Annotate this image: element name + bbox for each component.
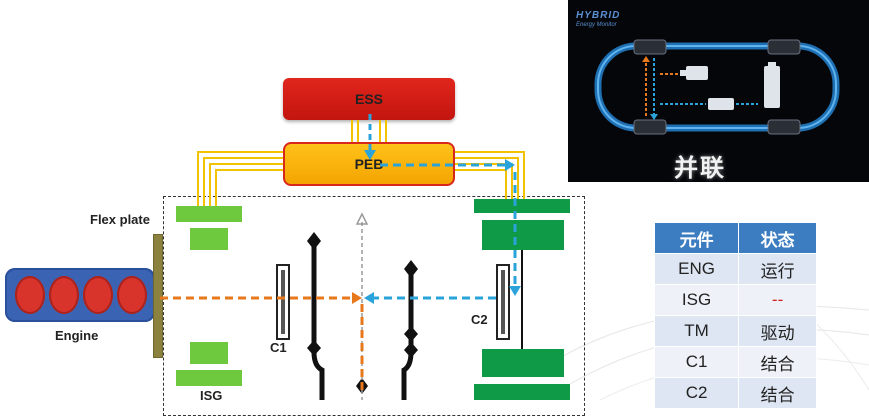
table-row: TM 驱动	[653, 315, 817, 347]
c1-label: C1	[270, 340, 287, 355]
state-cell: 结合	[738, 377, 817, 409]
state-cell: --	[738, 284, 817, 316]
cylinder-icon	[83, 276, 113, 314]
flex-plate	[153, 234, 163, 358]
component-cell: ISG	[653, 284, 740, 316]
gear-icon	[404, 326, 418, 342]
ess-box: ESS	[283, 78, 455, 120]
component-cell: TM	[653, 315, 740, 347]
status-table: 元件 状态 ENG 运行 ISG -- TM 驱动 C1 结合 C2 结合	[653, 222, 817, 409]
component-cell: ENG	[653, 253, 740, 285]
monitor-title: HYBRID	[576, 10, 621, 21]
electric-flow-arrow	[364, 114, 521, 304]
battery-icon	[764, 66, 780, 108]
monitor-subtitle: Energy Monitor	[576, 22, 617, 28]
isg-stator-top	[176, 206, 242, 222]
tm-stator-bottom	[474, 384, 570, 400]
isg-rotor-top	[190, 228, 228, 250]
table-row: C1 结合	[653, 346, 817, 378]
tm-stator-top	[474, 199, 570, 213]
isg-stator-bottom	[176, 370, 242, 386]
table-row: ISG --	[653, 284, 817, 316]
engine-block	[5, 268, 155, 322]
power-flow-diagram	[160, 114, 525, 400]
ess-label: ESS	[354, 91, 383, 107]
component-cell: C2	[653, 377, 740, 409]
column-header: 状态	[738, 222, 817, 254]
car-outline-icon	[594, 39, 840, 135]
cylinder-icon	[15, 276, 45, 314]
table-row: C2 结合	[653, 377, 817, 409]
tm-rotor-top	[482, 220, 564, 250]
engine-icon	[686, 66, 708, 80]
hv-cable-ess	[351, 120, 387, 142]
table-row: ENG 运行	[653, 253, 817, 285]
state-cell: 结合	[738, 346, 817, 378]
flex-plate-label: Flex plate	[90, 212, 150, 227]
gear-icon	[307, 232, 321, 250]
tm-rotor-bottom	[482, 349, 564, 377]
hv-cable-isg	[197, 151, 283, 206]
gear-icon	[404, 260, 418, 278]
motor-icon	[708, 98, 734, 110]
isg-rotor-bottom	[190, 342, 228, 364]
c2-label: C2	[471, 312, 488, 327]
energy-monitor-panel: HYBRID Energy Monitor 并联	[568, 0, 869, 182]
cylinder-icon	[49, 276, 79, 314]
component-cell: C1	[653, 346, 740, 378]
peb-label: PEB	[354, 156, 384, 172]
state-cell: 运行	[738, 253, 817, 285]
gear-icon	[307, 340, 321, 356]
engine-flow-arrow	[160, 292, 364, 390]
table-header-row: 元件 状态	[653, 222, 817, 254]
shaft-c1	[311, 240, 325, 400]
mode-label: 并联	[674, 155, 726, 182]
isg-label: ISG	[200, 388, 223, 403]
gear-icon	[404, 342, 418, 358]
state-cell: 驱动	[738, 315, 817, 347]
cylinder-icon	[117, 276, 147, 314]
clutch-c2	[496, 264, 510, 340]
column-header: 元件	[653, 222, 740, 254]
engine-label: Engine	[55, 328, 99, 343]
clutch-c1	[276, 264, 290, 340]
